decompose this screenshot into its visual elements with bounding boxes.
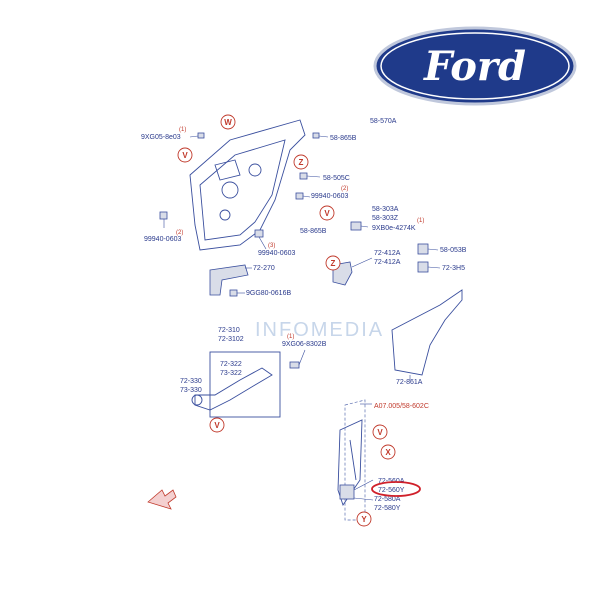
qty-1d: (1) — [287, 334, 294, 340]
label-9xg05: 9XG05-8e03 — [141, 134, 181, 141]
label-99940-0603-mid: 99940-0603 — [258, 250, 295, 257]
svg-text:V: V — [182, 151, 188, 160]
label-72-580y: 72-580Y — [374, 505, 401, 512]
label-99940-0603-left: 99940-0603 — [144, 236, 181, 243]
svg-text:Y: Y — [361, 515, 367, 524]
callout-v3: V — [209, 417, 225, 433]
svg-text:V: V — [377, 428, 383, 437]
qty-2a: (2) — [341, 186, 348, 192]
label-58-303a: 58-303A — [372, 206, 399, 213]
label-72-3h5: 72-3H5 — [442, 265, 465, 272]
label-72-560y: 72-560Y — [378, 487, 405, 494]
label-72-580a: 72-580A — [374, 496, 401, 503]
window-regulator — [337, 399, 366, 521]
label-58-865b-mid: 58-865B — [300, 228, 327, 235]
door-glass — [391, 289, 463, 376]
fastener-bolts — [159, 132, 362, 369]
label-9gg80: 9GG80-0616B — [246, 290, 291, 297]
svg-text:V: V — [324, 209, 330, 218]
pads — [417, 243, 429, 273]
label-a07: A07.005/58-602C — [374, 403, 429, 410]
svg-text:X: X — [385, 448, 391, 457]
highlight-ring — [371, 481, 421, 497]
latch-box — [191, 351, 281, 418]
leader-lines — [163, 135, 441, 501]
svg-text:Z: Z — [331, 259, 336, 268]
label-72-861a: 72-861A — [396, 379, 423, 386]
callout-y1: Y — [356, 511, 372, 527]
label-58-505c: 58-505C — [323, 175, 350, 182]
label-72-322: 72-322 — [220, 361, 242, 368]
ford-logo: Ford — [373, 26, 577, 106]
watermark: INFOMEDIA — [255, 319, 384, 341]
qty-1b: (1) — [417, 218, 424, 224]
qty-2b: (2) — [176, 230, 183, 236]
qty-1a: (1) — [179, 127, 186, 133]
label-72-270: 72-270 — [253, 265, 275, 272]
label-73-322: 73-322 — [220, 370, 242, 377]
label-58-865b-top: 58-865B — [330, 135, 357, 142]
label-99940-0603-top: 99940-0603 — [311, 193, 348, 200]
label-72-3102: 72-3102 — [218, 336, 244, 343]
label-9xb0e: 9XB0e-4274K — [372, 225, 416, 232]
callout-x1: X — [380, 444, 396, 460]
label-9xg06: 9XG06-8302B — [282, 341, 327, 348]
svg-text:V: V — [214, 421, 220, 430]
label-58-053b: 58-053B — [440, 247, 467, 254]
label-58-303z: 58-303Z — [372, 215, 399, 222]
door-inner-panel — [189, 119, 306, 251]
callout-z1: Z — [293, 154, 309, 170]
label-72-330: 72-330 — [180, 378, 202, 385]
callout-z2: Z — [325, 255, 341, 271]
qty-3a: (3) — [268, 243, 275, 249]
logo-text: Ford — [423, 43, 526, 90]
label-72-310: 72-310 — [218, 327, 240, 334]
label-73-330: 73-330 — [180, 387, 202, 394]
svg-text:W: W — [224, 118, 232, 127]
direction-arrow — [147, 489, 177, 510]
callout-v2: V — [319, 205, 335, 221]
callout-v4: V — [372, 424, 388, 440]
callout-circles: W V Z V Z V V X — [177, 114, 396, 527]
part-labels: 58-570A (1) 9XG05-8e03 58-865B 58-505C (… — [141, 118, 467, 512]
svg-text:Z: Z — [299, 158, 304, 167]
callout-v1: V — [177, 147, 193, 163]
label-72-412a-2: 72-412A — [374, 259, 401, 266]
label-72-412a: 72-412A — [374, 250, 401, 257]
callout-w1: W — [220, 114, 236, 130]
label-58-570a: 58-570A — [370, 118, 397, 125]
